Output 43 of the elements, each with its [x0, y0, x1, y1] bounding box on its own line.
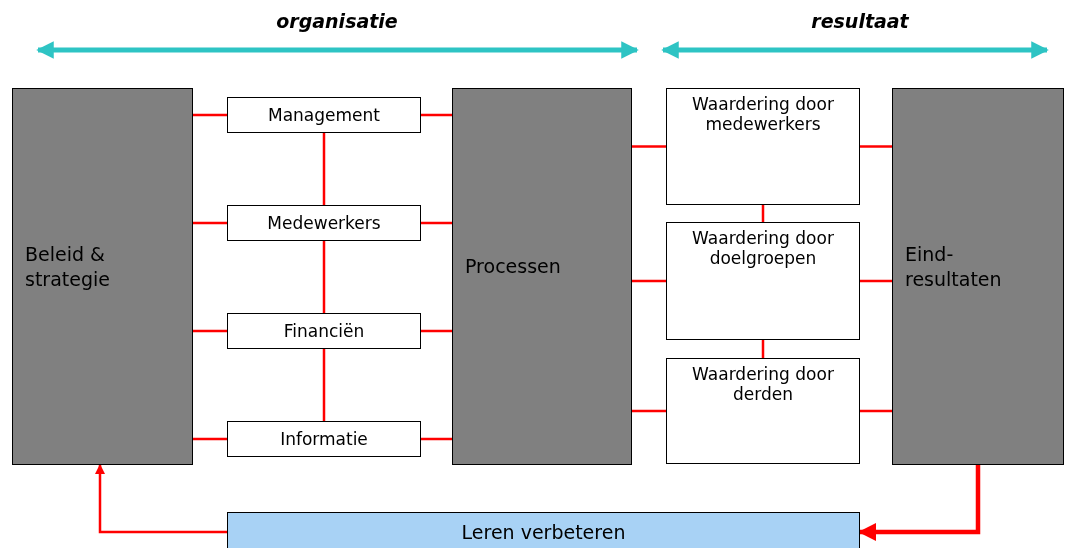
connector-line	[860, 279, 892, 283]
result-box	[666, 88, 860, 205]
node-label: Waardering door doelgroepen	[691, 229, 835, 269]
connector-line	[322, 241, 326, 313]
process-block	[452, 88, 632, 465]
connector-line	[421, 113, 452, 117]
connector-line	[193, 221, 227, 225]
connector-line	[193, 437, 227, 441]
process-box	[227, 97, 421, 133]
connector-line	[860, 145, 892, 148]
process-box	[227, 205, 421, 241]
connector-line	[860, 409, 892, 413]
feedback-arrow	[95, 464, 227, 534]
feedback-arrow	[858, 465, 981, 541]
connector-line	[632, 145, 666, 148]
connector-line	[421, 329, 452, 333]
node-label: Waardering door derden	[691, 365, 835, 405]
node-label: Informatie	[280, 429, 368, 449]
process-box	[227, 313, 421, 349]
connector-line	[322, 349, 326, 421]
node-label: Processen	[465, 254, 561, 279]
result-box	[666, 222, 860, 340]
process-box	[227, 421, 421, 457]
connector-line	[193, 329, 227, 333]
strategy-block	[12, 88, 193, 465]
feedback-bar	[227, 512, 860, 548]
result-box	[666, 358, 860, 464]
node-label: Medewerkers	[267, 213, 381, 233]
node-label: Management	[268, 105, 380, 125]
section-heading: organisatie	[276, 10, 398, 32]
node-label: Eind- resultaten	[905, 241, 1003, 292]
connector-line	[632, 409, 666, 413]
result-block	[892, 88, 1064, 465]
node-label: Leren verbeteren	[461, 521, 626, 543]
node-label: Beleid & strategie	[25, 241, 111, 292]
connector-line	[421, 221, 452, 225]
connector-line	[632, 279, 666, 283]
connector-line	[193, 113, 227, 117]
connector-line	[421, 437, 452, 441]
section-heading: resultaat	[811, 10, 909, 32]
node-label: Waardering door medewerkers	[691, 95, 835, 135]
connector-line	[322, 133, 326, 205]
node-label: Financiën	[283, 321, 365, 341]
